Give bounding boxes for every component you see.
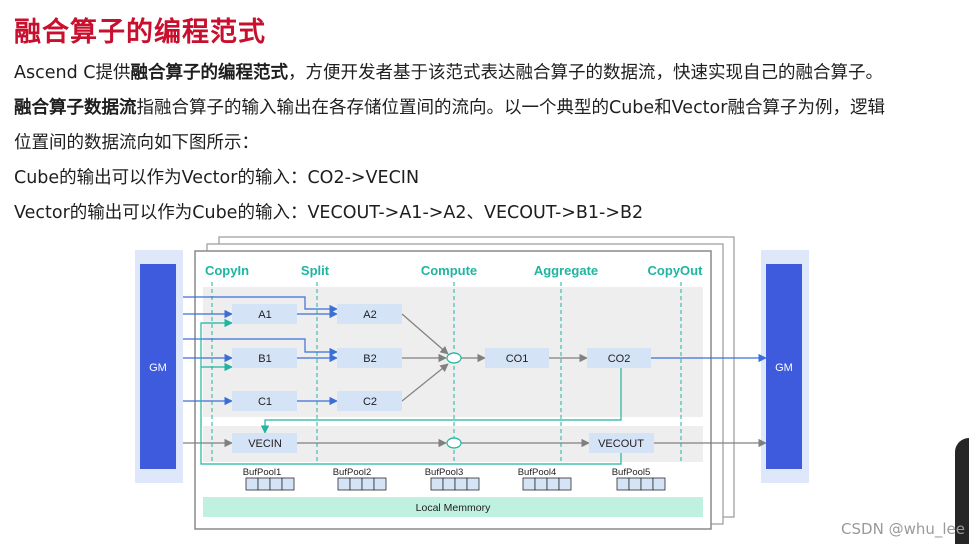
compute-circle-vector — [446, 437, 462, 449]
page-title: 融合算子的编程范式 — [14, 17, 266, 48]
intro-line-1-a: Ascend C提供 — [14, 63, 131, 83]
node-co2-label: CO2 — [608, 353, 631, 365]
node-c2 — [337, 391, 402, 411]
presenter-edge — [955, 438, 969, 544]
arrow-gm-b2 — [183, 338, 338, 357]
node-a1-label: A1 — [258, 309, 271, 321]
arrow-gm-a2 — [183, 296, 338, 314]
stage-copyin: CopyIn — [205, 263, 249, 278]
intro-line-1: Ascend C提供融合算子的编程范式，方便开发者基于该范式表达融合算子的数据流… — [14, 59, 883, 84]
local-memory-bar — [203, 497, 703, 517]
node-vecin-label: VECIN — [248, 438, 282, 450]
node-co1-label: CO1 — [506, 353, 529, 365]
node-a2-label: A2 — [363, 309, 376, 321]
node-vecout — [589, 433, 654, 453]
node-c1-label: C1 — [258, 396, 272, 408]
gm-right-block — [766, 264, 802, 469]
node-a2 — [337, 304, 402, 324]
node-c2-label: C2 — [363, 396, 377, 408]
bufpool-5 — [616, 477, 666, 491]
gm-left-label: GM — [149, 362, 167, 374]
watermark: CSDN @whu_lee — [841, 520, 965, 538]
stage-aggregate: Aggregate — [534, 263, 598, 278]
bufpool-2-label: BufPool2 — [333, 467, 372, 478]
bufpool-4-label: BufPool4 — [518, 467, 557, 478]
arrow-c2-compute — [401, 363, 449, 402]
local-memory-label: Local Memmory — [416, 502, 491, 514]
node-co2 — [587, 348, 651, 368]
intro-line-2: 融合算子数据流指融合算子的输入输出在各存储位置间的流向。以一个典型的Cube和V… — [14, 94, 885, 119]
node-vecout-label: VECOUT — [598, 438, 644, 450]
stage-compute: Compute — [421, 263, 477, 278]
node-a1 — [232, 304, 297, 324]
arrow-a2-compute — [401, 313, 449, 355]
node-c1 — [232, 391, 297, 411]
intro-line-1-c: ，方便开发者基于该范式表达融合算子的数据流，快速实现自己的融合算子。 — [287, 63, 883, 83]
intro-line-2-bold: 融合算子数据流 — [14, 98, 137, 118]
compute-circle-cube — [446, 352, 462, 364]
stage-copyout: CopyOut — [648, 263, 704, 278]
bufpool-1 — [245, 477, 295, 491]
stage-separators — [211, 282, 682, 462]
cube-to-vector-line: Cube的输出可以作为Vector的输入：CO2->VECIN — [14, 168, 420, 188]
intro-line-1-bold: 融合算子的编程范式 — [130, 63, 288, 83]
bufpool-1-label: BufPool1 — [243, 467, 282, 478]
stage-split: Split — [301, 263, 330, 278]
bufpool-3-label: BufPool3 — [425, 467, 464, 478]
node-b2 — [337, 348, 402, 368]
gm-right-label: GM — [775, 362, 793, 374]
bufpool-2 — [337, 477, 387, 491]
node-b2-label: B2 — [363, 353, 376, 365]
gm-left-block — [140, 264, 176, 469]
node-b1 — [232, 348, 297, 368]
node-vecin — [232, 433, 297, 453]
vector-to-cube-line: Vector的输出可以作为Cube的输入：VECOUT->A1->A2、VECO… — [14, 203, 644, 223]
node-co1 — [485, 348, 549, 368]
node-b1-label: B1 — [258, 353, 271, 365]
bufpool-5-label: BufPool5 — [612, 467, 651, 478]
intro-line-3: 位置间的数据流向如下图所示： — [14, 133, 259, 153]
arrow-co2-vecin — [260, 368, 622, 434]
arrow-vecout-a1 — [200, 318, 622, 465]
intro-line-2-b: 指融合算子的输入输出在各存储位置间的流向。以一个典型的Cube和Vector融合… — [136, 98, 885, 118]
bufpool-4 — [522, 477, 572, 491]
bufpool-3 — [430, 477, 480, 491]
